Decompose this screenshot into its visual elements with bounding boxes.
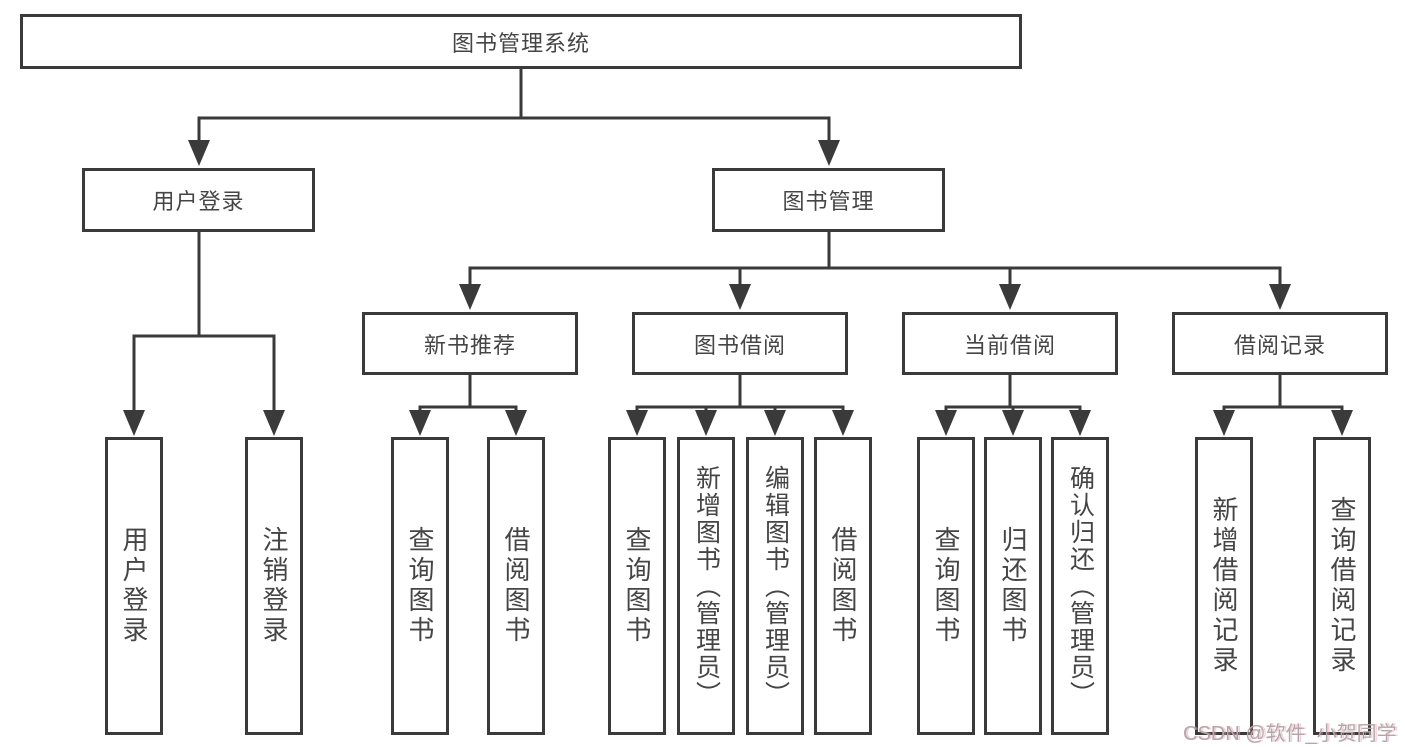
node-label: 查询图书: [931, 526, 961, 646]
node-label: 用户登录: [119, 526, 149, 646]
node-user-login: 用户登录: [82, 168, 315, 232]
arrowhead-down-icon: [729, 284, 751, 310]
arrowhead-down-icon: [695, 410, 717, 436]
arrowhead-down-icon: [188, 140, 210, 166]
node-label: 注销登录: [259, 526, 289, 646]
edge-current-borrow-to-leaves: [935, 375, 1091, 436]
arrowhead-down-icon: [459, 284, 481, 310]
node-label: 用户登录: [152, 189, 245, 214]
arrowhead-down-icon: [626, 410, 648, 436]
arrowhead-down-icon: [832, 410, 854, 436]
node-label: 查询图书: [622, 526, 652, 646]
node-new-book-recommend: 新书推荐: [362, 312, 578, 375]
arrowhead-down-icon: [123, 410, 145, 436]
arrowhead-down-icon: [409, 410, 431, 436]
node-leaf-borrow-books-recommend: 借阅图书: [487, 437, 545, 735]
node-label: 图书管理系统: [451, 30, 590, 56]
node-leaf-user-login: 用户登录: [105, 437, 163, 735]
arrowhead-down-icon: [1269, 284, 1291, 310]
node-leaf-add-borrow-record: 新增借阅记录: [1195, 437, 1253, 735]
node-label: 借阅图书: [501, 526, 531, 646]
arrowhead-down-icon: [505, 410, 527, 436]
node-leaf-confirm-return-admin: 确认归还（管理员）: [1051, 437, 1109, 735]
edge-new-book-recommend-to-leaves: [409, 375, 527, 436]
edge-book-borrow-to-leaves: [626, 375, 854, 436]
node-leaf-query-books-current: 查询图书: [917, 437, 975, 735]
node-current-borrow: 当前借阅: [902, 312, 1118, 375]
node-label: 借阅图书: [828, 526, 858, 646]
node-leaf-query-borrow-record: 查询借阅记录: [1313, 437, 1371, 735]
node-label: 新增图书（管理员）: [692, 464, 721, 708]
node-label: 图书管理: [782, 189, 875, 214]
node-label: 新增借阅记录: [1209, 496, 1239, 676]
edge-borrow-records-to-leaves: [1213, 375, 1353, 436]
node-label: 查询图书: [405, 526, 435, 646]
node-label: 编辑图书（管理员）: [761, 464, 790, 708]
csdn-watermark: CSDN @软件_小贺同学: [1183, 723, 1397, 745]
node-leaf-edit-books-admin: 编辑图书（管理员）: [746, 437, 804, 735]
arrowhead-down-icon: [764, 410, 786, 436]
arrowhead-down-icon: [1331, 410, 1353, 436]
edge-book-management-to-level3: [459, 232, 1291, 310]
node-leaf-add-books-admin: 新增图书（管理员）: [677, 437, 735, 735]
edge-user-login-to-leaves: [123, 232, 285, 436]
arrowhead-down-icon: [1213, 410, 1235, 436]
node-root-system: 图书管理系统: [20, 14, 1022, 69]
node-label: 确认归还（管理员）: [1066, 464, 1095, 708]
node-book-borrow: 图书借阅: [632, 312, 848, 375]
node-leaf-logout: 注销登录: [245, 437, 303, 735]
arrowhead-down-icon: [818, 140, 840, 166]
arrowhead-down-icon: [1069, 410, 1091, 436]
node-label: 借阅记录: [1233, 332, 1326, 358]
node-leaf-return-books: 归还图书: [984, 437, 1042, 735]
arrowhead-down-icon: [999, 284, 1021, 310]
arrowhead-down-icon: [263, 410, 285, 436]
node-label: 图书借阅: [693, 332, 786, 358]
node-label: 查询借阅记录: [1327, 496, 1357, 676]
edge-root-to-level2: [188, 69, 840, 166]
node-leaf-query-books-borrow: 查询图书: [608, 437, 666, 735]
node-leaf-query-books-recommend: 查询图书: [391, 437, 449, 735]
arrowhead-down-icon: [1002, 410, 1024, 436]
node-label: 新书推荐: [423, 332, 516, 358]
node-label: 当前借阅: [963, 332, 1056, 358]
arrowhead-down-icon: [935, 410, 957, 436]
node-book-management: 图书管理: [712, 168, 945, 232]
node-borrow-records: 借阅记录: [1172, 312, 1388, 375]
node-label: 归还图书: [998, 526, 1028, 646]
node-leaf-borrow-books: 借阅图书: [814, 437, 872, 735]
